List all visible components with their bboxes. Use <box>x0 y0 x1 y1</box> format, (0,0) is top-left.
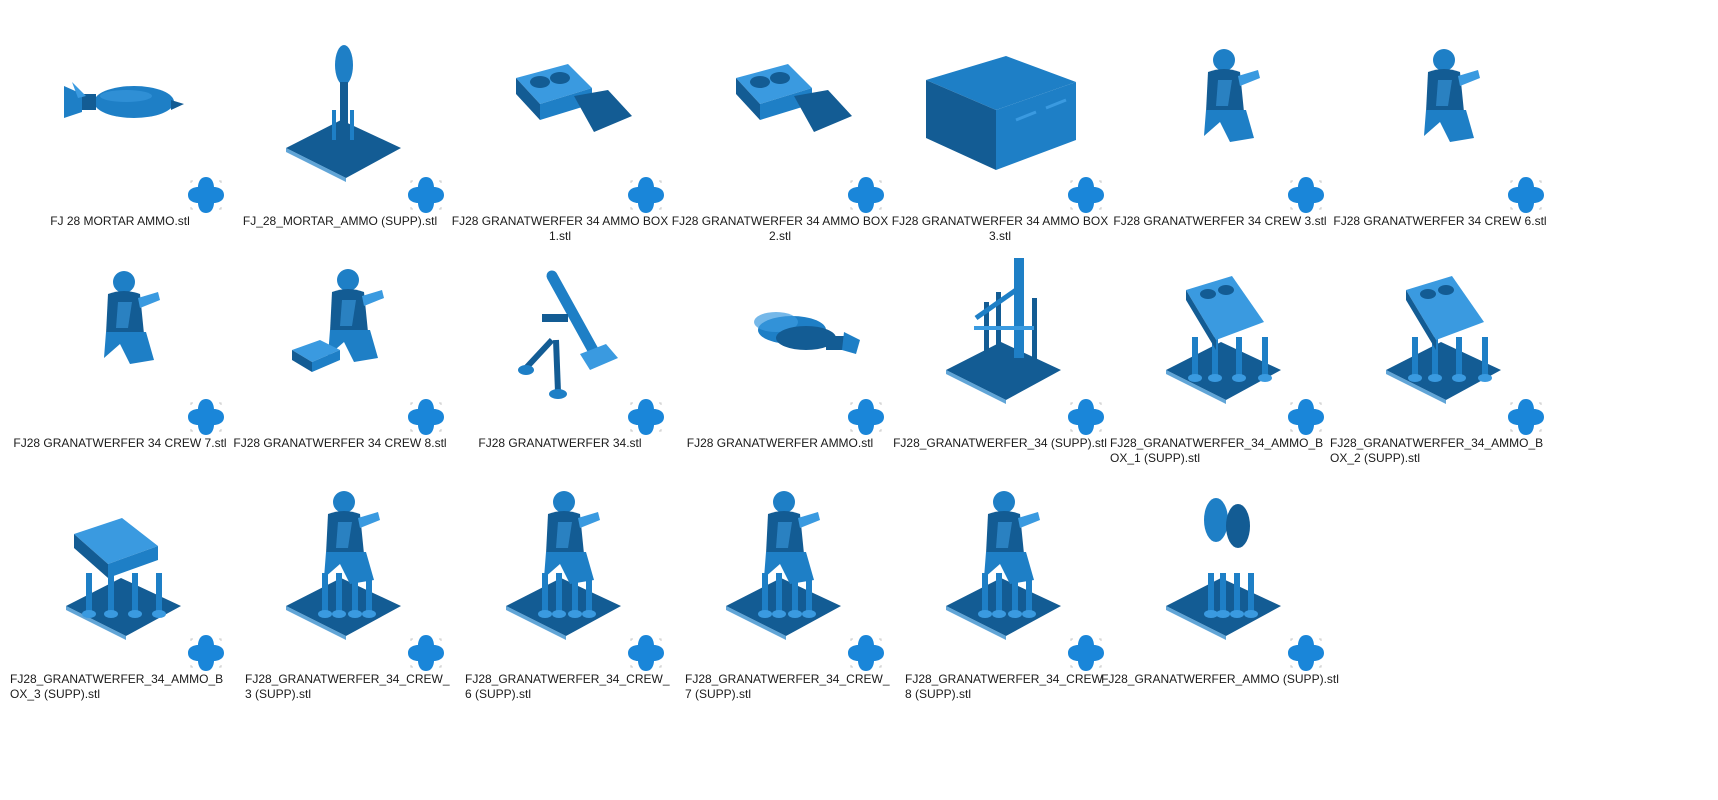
model-thumbnail <box>1336 20 1546 185</box>
file-tile[interactable]: FJ28 GRANATWERFER 34 AMMO BOX 3.stl <box>880 20 1120 243</box>
model-thumbnail <box>896 478 1106 643</box>
file-tile[interactable]: FJ28 GRANATWERFER 34 CREW 8.stl <box>220 242 460 452</box>
file-tile[interactable]: FJ 28 MORTAR AMMO.stl <box>0 20 240 230</box>
file-tile[interactable]: FJ28_GRANATWERFER_34_CREW_3 (SUPP).stl <box>220 478 460 701</box>
3d-viewer-icon <box>1064 173 1108 217</box>
file-name: FJ28 GRANATWERFER 34.stl <box>478 436 642 450</box>
model-thumbnail <box>896 20 1106 185</box>
file-tile[interactable]: FJ28_GRANATWERFER_34_CREW_8 (SUPP).stl <box>880 478 1120 701</box>
model-thumbnail <box>16 478 226 643</box>
file-name: FJ28 GRANATWERFER 34 AMMO BOX 2.stl <box>671 214 889 243</box>
file-tile[interactable]: FJ28_GRANATWERFER_AMMO (SUPP).stl <box>1100 478 1340 688</box>
model-thumbnail <box>456 20 666 185</box>
3d-viewer-icon <box>624 173 668 217</box>
file-tile[interactable]: FJ28_GRANATWERFER_34_AMMO_BOX_2 (SUPP).s… <box>1320 242 1560 465</box>
file-name: FJ28_GRANATWERFER_34_CREW_8 (SUPP).stl <box>905 672 1110 701</box>
3d-viewer-icon <box>624 395 668 439</box>
3d-viewer-icon <box>1284 631 1328 675</box>
model-thumbnail <box>1116 478 1326 643</box>
file-tile[interactable]: FJ28 GRANATWERFER AMMO.stl <box>660 242 900 452</box>
3d-viewer-icon <box>404 173 448 217</box>
file-name: FJ28 GRANATWERFER 34 CREW 3.stl <box>1113 214 1327 228</box>
3d-viewer-icon <box>844 631 888 675</box>
file-name: FJ28 GRANATWERFER AMMO.stl <box>686 436 874 450</box>
3d-viewer-icon <box>1504 395 1548 439</box>
model-thumbnail <box>456 478 666 643</box>
file-name: FJ28 GRANATWERFER 34 CREW 8.stl <box>233 436 447 450</box>
file-tile[interactable]: FJ28_GRANATWERFER_34_CREW_6 (SUPP).stl <box>440 478 680 701</box>
model-thumbnail <box>456 242 666 407</box>
3d-viewer-icon <box>844 173 888 217</box>
model-thumbnail <box>236 478 446 643</box>
3d-viewer-icon <box>404 631 448 675</box>
file-name: FJ28_GRANATWERFER_34_CREW_7 (SUPP).stl <box>685 672 890 701</box>
file-name: FJ28_GRANATWERFER_34 (SUPP).stl <box>893 436 1107 450</box>
3d-viewer-icon <box>1284 395 1328 439</box>
file-name: FJ28_GRANATWERFER_34_AMMO_BOX_3 (SUPP).s… <box>10 672 224 701</box>
model-thumbnail <box>1116 20 1326 185</box>
model-thumbnail <box>676 242 886 407</box>
3d-viewer-icon <box>1284 173 1328 217</box>
3d-viewer-icon <box>1064 395 1108 439</box>
file-name: FJ_28_MORTAR_AMMO (SUPP).stl <box>242 214 438 228</box>
file-name: FJ28_GRANATWERFER_34_CREW_6 (SUPP).stl <box>465 672 670 701</box>
model-thumbnail <box>1116 242 1326 407</box>
model-thumbnail <box>16 20 226 185</box>
file-name: FJ28_GRANATWERFER_34_CREW_3 (SUPP).stl <box>245 672 450 701</box>
file-name: FJ28_GRANATWERFER_AMMO (SUPP).stl <box>1101 672 1339 686</box>
3d-viewer-icon <box>404 395 448 439</box>
model-thumbnail <box>676 478 886 643</box>
file-tile[interactable]: FJ28_GRANATWERFER_34_AMMO_BOX_3 (SUPP).s… <box>0 478 240 701</box>
3d-viewer-icon <box>844 395 888 439</box>
model-thumbnail <box>676 20 886 185</box>
file-name: FJ28 GRANATWERFER 34 AMMO BOX 1.stl <box>451 214 669 243</box>
file-tile[interactable]: FJ28 GRANATWERFER 34 CREW 3.stl <box>1100 20 1340 230</box>
file-tile[interactable]: FJ28_GRANATWERFER_34_CREW_7 (SUPP).stl <box>660 478 900 701</box>
file-name: FJ28 GRANATWERFER 34 CREW 7.stl <box>13 436 227 450</box>
3d-viewer-icon <box>184 395 228 439</box>
3d-viewer-icon <box>184 631 228 675</box>
3d-viewer-icon <box>1064 631 1108 675</box>
file-name: FJ28_GRANATWERFER_34_AMMO_BOX_2 (SUPP).s… <box>1330 436 1544 465</box>
3d-viewer-icon <box>184 173 228 217</box>
file-name: FJ28 GRANATWERFER 34 AMMO BOX 3.stl <box>891 214 1109 243</box>
3d-viewer-icon <box>1504 173 1548 217</box>
file-name: FJ 28 MORTAR AMMO.stl <box>50 214 190 228</box>
file-tile[interactable]: FJ28_GRANATWERFER_34_AMMO_BOX_1 (SUPP).s… <box>1100 242 1340 465</box>
file-tile[interactable]: FJ28 GRANATWERFER 34 CREW 7.stl <box>0 242 240 452</box>
file-tile[interactable]: FJ28 GRANATWERFER 34.stl <box>440 242 680 452</box>
model-thumbnail <box>896 242 1106 407</box>
model-thumbnail <box>236 242 446 407</box>
file-tile[interactable]: FJ28 GRANATWERFER 34 CREW 6.stl <box>1320 20 1560 230</box>
model-thumbnail <box>236 20 446 185</box>
file-tile[interactable]: FJ28 GRANATWERFER 34 AMMO BOX 2.stl <box>660 20 900 243</box>
file-tile[interactable]: FJ28_GRANATWERFER_34 (SUPP).stl <box>880 242 1120 452</box>
file-name: FJ28 GRANATWERFER 34 CREW 6.stl <box>1333 214 1547 228</box>
file-name: FJ28_GRANATWERFER_34_AMMO_BOX_1 (SUPP).s… <box>1110 436 1324 465</box>
file-tile[interactable]: FJ_28_MORTAR_AMMO (SUPP).stl <box>220 20 460 230</box>
file-tile[interactable]: FJ28 GRANATWERFER 34 AMMO BOX 1.stl <box>440 20 680 243</box>
model-thumbnail <box>16 242 226 407</box>
model-thumbnail <box>1336 242 1546 407</box>
3d-viewer-icon <box>624 631 668 675</box>
